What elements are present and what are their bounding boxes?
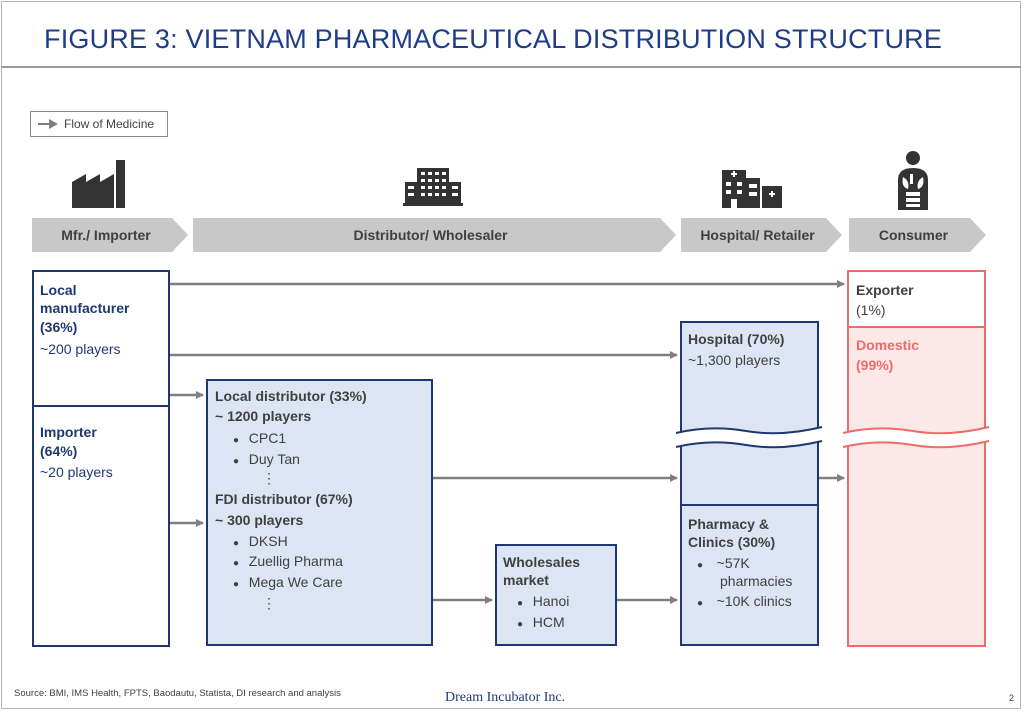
pharmacy-item1-line2: pharmacies xyxy=(720,573,793,589)
mfr-importer-box xyxy=(32,270,170,647)
wholesales-market-line1: Wholesales xyxy=(503,554,581,570)
list-item: ● ~57K xyxy=(697,555,750,571)
stage-chevron-distributor xyxy=(193,218,676,252)
domestic-share: (99%) xyxy=(856,357,894,373)
source-note: Source: BMI, IMS Health, FPTS, Baodautu,… xyxy=(14,688,341,699)
hospital-pharmacy-box xyxy=(680,321,819,646)
list-item: ● Zuellig Pharma xyxy=(233,553,343,569)
domestic-box xyxy=(847,326,986,647)
local-distributor-name: Local distributor (33%) xyxy=(215,388,367,404)
distributor-box xyxy=(206,379,433,646)
stage-chevron-consumer xyxy=(849,218,986,252)
local-distributor-players: ~ 1200 players xyxy=(215,408,312,424)
importer-players: ~20 players xyxy=(40,464,113,480)
local-manufacturer-share: (36%) xyxy=(40,319,78,335)
hospital-pharmacy-icon xyxy=(722,170,782,208)
human-body-icon xyxy=(898,151,928,210)
wholesales-market-box xyxy=(495,544,617,646)
legend-box: Flow of Medicine xyxy=(30,111,168,137)
pharmacy-line2: Clinics (30%) xyxy=(688,534,776,550)
pharmacy-line1: Pharmacy & xyxy=(688,516,769,532)
domestic-name: Domestic xyxy=(856,337,920,353)
page-number: 2 xyxy=(1009,693,1015,703)
arrow-right-icon xyxy=(38,119,58,129)
local-manufacturer-line1: Local xyxy=(40,282,77,298)
more-ellipsis: ⋮ xyxy=(262,595,276,611)
list-item: ● HCM xyxy=(517,614,565,630)
hospital-name: Hospital (70%) xyxy=(688,331,785,347)
hospital-players: ~1,300 players xyxy=(688,352,781,368)
legend-label: Flow of Medicine xyxy=(64,117,155,131)
list-item: ● DKSH xyxy=(233,533,288,549)
local-manufacturer-line2: manufacturer xyxy=(40,300,130,316)
stage-label-distributor: Distributor/ Wholesaler xyxy=(353,227,508,243)
exporter-share: (1%) xyxy=(856,302,886,318)
local-manufacturer-players: ~200 players xyxy=(40,341,121,357)
factory-icon xyxy=(72,160,125,208)
fdi-distributor-name: FDI distributor (67%) xyxy=(215,491,353,507)
flow-arrows xyxy=(170,280,845,604)
exporter-name: Exporter xyxy=(856,282,914,298)
list-item: ● ~10K clinics xyxy=(697,593,792,609)
list-item: ● CPC1 xyxy=(233,430,287,446)
stage-chevron-hospital xyxy=(681,218,842,252)
wholesales-market-line2: market xyxy=(503,572,549,588)
importer-share: (64%) xyxy=(40,443,78,459)
more-ellipsis: ⋮ xyxy=(262,470,276,486)
stage-chevron-mfr xyxy=(32,218,188,252)
stage-label-consumer: Consumer xyxy=(878,227,949,243)
list-item: ● Hanoi xyxy=(517,593,570,609)
slide-title: FIGURE 3: VIETNAM PHARMACEUTICAL DISTRIB… xyxy=(44,24,943,54)
stage-label-mfr: Mfr./ Importer xyxy=(61,227,151,243)
fdi-distributor-players: ~ 300 players xyxy=(215,512,304,528)
company-name: Dream Incubator Inc. xyxy=(445,690,566,705)
importer-name: Importer xyxy=(40,424,97,440)
title-divider xyxy=(1,66,1021,68)
exporter-box xyxy=(847,270,986,328)
list-item: ● Duy Tan xyxy=(233,451,300,467)
office-building-icon xyxy=(403,168,463,206)
stage-label-hospital: Hospital/ Retailer xyxy=(700,227,815,243)
list-item: ● Mega We Care xyxy=(233,574,343,590)
